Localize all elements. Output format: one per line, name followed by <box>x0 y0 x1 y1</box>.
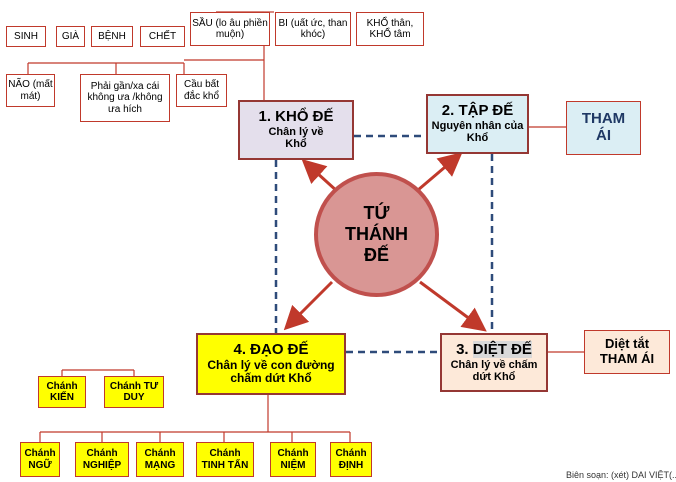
tham-ai-label: THAM ÁI <box>581 110 626 144</box>
kho-de-sub: Chân lý về Khổ <box>268 126 324 151</box>
benh-label: BỆNH <box>98 30 126 42</box>
tap-de-sub: Nguyên nhân của Khổ <box>431 120 524 145</box>
gia-label: GIÀ <box>61 30 80 42</box>
kho-than-box: KHỔ thân, KHỔ tâm <box>356 12 424 46</box>
cau-bat-dac-box: Cầu bất đắc khổ <box>176 74 227 107</box>
chanh-tinh-tan-box: Chánh TINH TẤN <box>196 442 254 477</box>
arrow-to-diet-de <box>419 280 487 332</box>
kho-de-box: 1. KHỔ ĐẾ Chân lý về Khổ <box>238 100 354 160</box>
diet-tat-box: Diệt tắt THAM ÁI <box>584 330 670 374</box>
chanh-tinh-tan-label: Chánh TINH TẤN <box>201 448 249 471</box>
sau-box: SẦU (lo âu phiền muộn) <box>190 12 270 46</box>
diet-tat-line1: Diệt tắt <box>604 336 650 352</box>
diet-de-number: 3. <box>456 340 473 358</box>
chanh-niem-label: Chánh NIỆM <box>277 448 309 471</box>
sinh-box: SINH <box>6 26 46 47</box>
gan-xa-label: Phải gần/xa cái không ưa /không ưa hích <box>87 81 163 115</box>
chanh-nghiep-label: Chánh NGHIỆP <box>82 448 122 471</box>
center-line-2: THÁNH <box>345 224 408 245</box>
sinh-label: SINH <box>14 30 38 42</box>
diet-tat-line2: THAM ÁI <box>599 351 655 366</box>
cau-bat-dac-label: Cầu bất đắc khổ <box>183 79 220 102</box>
chanh-nghiep-box: Chánh NGHIỆP <box>75 442 129 477</box>
bi-label: BI (uất ức, than khóc) <box>278 17 348 40</box>
center-line-1: TỨ <box>363 203 390 224</box>
arrow-to-kho-de <box>301 158 340 194</box>
diet-de-sub: Chân lý về chấm dứt Khổ <box>450 358 538 383</box>
benh-box: BỆNH <box>91 26 133 47</box>
kho-than-label: KHỔ thân, KHỔ tâm <box>366 17 414 40</box>
nao-label: NÃO (mất mát) <box>8 79 53 102</box>
chanh-dinh-box: Chánh ĐỊNH <box>330 442 372 477</box>
arrow-to-tap-de <box>417 152 463 192</box>
chanh-ngu-label: Chánh NGỮ <box>24 448 56 471</box>
chanh-ngu-box: Chánh NGỮ <box>20 442 60 477</box>
center-line-3: ĐẾ <box>363 244 389 265</box>
tap-de-box: 2. TẬP ĐẾ Nguyên nhân của Khổ <box>426 94 529 154</box>
chanh-kien-label: Chánh KIẾN <box>46 380 78 403</box>
arrow-to-dao-de <box>283 280 334 331</box>
gia-box: GIÀ <box>56 26 85 47</box>
dao-de-box: 4. ĐẠO ĐẾ Chân lý về con đường chấm dứt … <box>196 333 346 395</box>
nao-box: NÃO (mất mát) <box>6 74 55 107</box>
chet-label: CHẾT <box>148 30 177 42</box>
gan-xa-box: Phải gần/xa cái không ưa /không ưa hích <box>80 74 170 122</box>
chanh-dinh-label: Chánh ĐỊNH <box>335 448 367 471</box>
tham-ai-box: THAM ÁI <box>566 101 641 155</box>
diet-de-title: 3. DIỆT ĐẾ <box>456 340 532 359</box>
tu-thanh-de-circle: TỨ THÁNH ĐẾ <box>314 172 439 297</box>
tap-de-title: 2. TẬP ĐẾ <box>441 102 514 120</box>
dao-de-sub: Chân lý về con đường chấm dứt Khổ <box>207 357 335 386</box>
chanh-kien-box: Chánh KIẾN <box>38 376 86 408</box>
footer-credit: Biên soạn: (xét) DAI VIỆT(...) <box>566 470 676 480</box>
chanh-tu-duy-box: Chánh TƯ DUY <box>104 376 164 408</box>
chanh-tu-duy-label: Chánh TƯ DUY <box>109 380 159 403</box>
kho-de-title: 1. KHỔ ĐẾ <box>258 108 334 126</box>
sau-label: SẦU (lo âu phiền muộn) <box>192 17 268 40</box>
bi-box: BI (uất ức, than khóc) <box>275 12 351 46</box>
diet-de-word: DIỆT ĐẾ <box>472 340 532 358</box>
chanh-mang-label: Chánh MẠNG <box>144 448 176 471</box>
chanh-niem-box: Chánh NIỆM <box>270 442 316 477</box>
diet-de-box: 3. DIỆT ĐẾ Chân lý về chấm dứt Khổ <box>440 333 548 392</box>
chanh-mang-box: Chánh MẠNG <box>136 442 184 477</box>
chet-box: CHẾT <box>140 26 185 47</box>
dao-de-title: 4. ĐẠO ĐẾ <box>233 341 309 359</box>
